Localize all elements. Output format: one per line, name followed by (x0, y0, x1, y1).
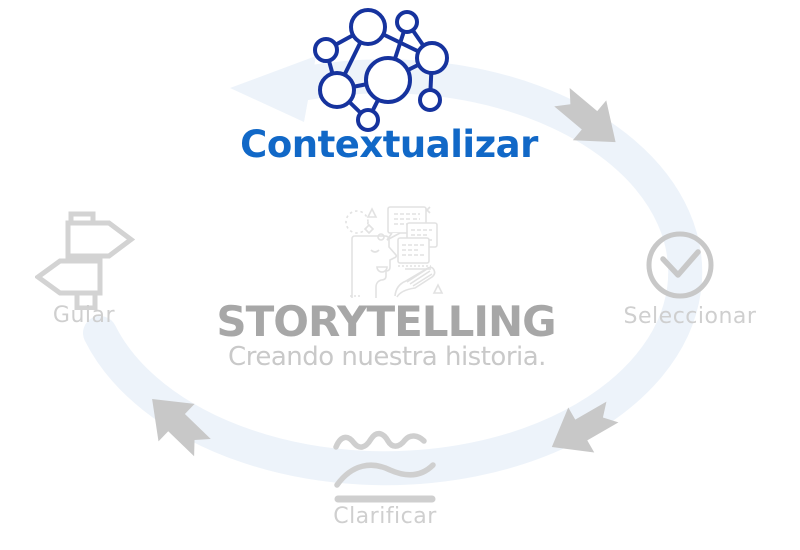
center-title: STORYTELLING (216, 297, 556, 346)
step-label-contextualizar: Contextualizar (240, 123, 538, 166)
arrow-contextualizar-to-seleccionar-icon (541, 73, 635, 165)
arrow-clarificar-to-guiar-icon (131, 377, 225, 470)
step-label-seleccionar: Seleccionar (623, 304, 757, 329)
waves-icon (333, 430, 436, 503)
arrow-seleccionar-to-clarificar-icon (536, 386, 630, 472)
signpost-icon (35, 211, 135, 310)
center-subtitle: Creando nuestra historia. (228, 342, 546, 372)
step-label-clarificar: Clarificar (333, 504, 437, 529)
storyteller-face-speech-bubbles-icon (345, 206, 444, 298)
check-circle-icon (646, 231, 714, 299)
network-nodes-icon (313, 8, 449, 132)
step-label-guiar: Guiar (52, 303, 116, 328)
